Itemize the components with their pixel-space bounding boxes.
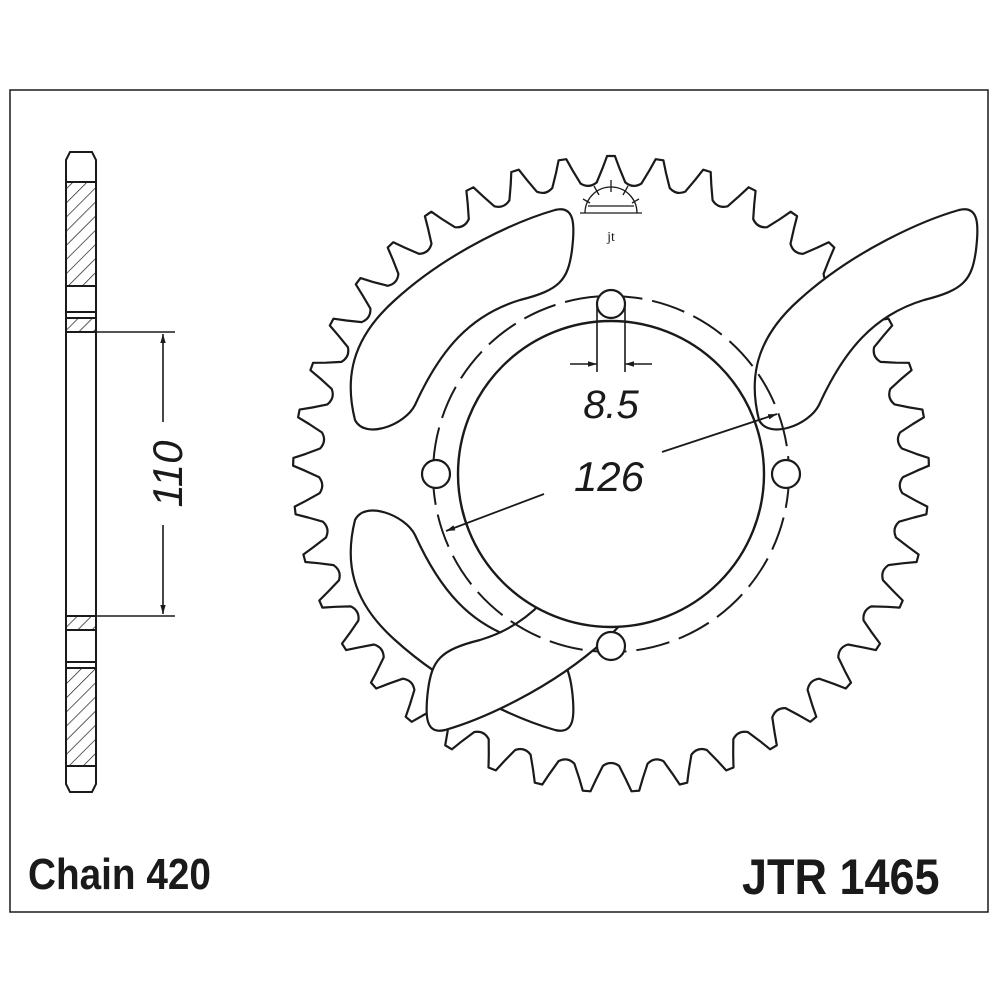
chain-size-label: Chain 420 [28,850,211,899]
bolt-circle-dimension-line [445,413,778,532]
jt-logo [580,180,642,214]
drawing-frame [9,89,989,913]
jt-logo-text: jt [606,230,615,245]
sprocket-front-view: jt [292,154,979,793]
bolt-hole-left [420,458,452,490]
bore-dimension-line [96,331,175,617]
sprocket-window [349,208,575,431]
bolt-hole-right [770,458,802,490]
part-number-label: JTR 1465 [742,849,940,905]
bolt-hole-top [595,288,627,320]
hole-dimension-line [570,304,652,372]
bolt-hole-bottom [595,630,627,662]
sprocket-window [753,208,979,431]
center-bore [456,319,766,629]
hole-dimension-label: 8.5 [583,383,639,427]
side-profile-view [65,151,97,793]
bolt-circle-dimension-label: 126 [574,453,645,500]
bore-dimension-label: 110 [144,440,191,508]
